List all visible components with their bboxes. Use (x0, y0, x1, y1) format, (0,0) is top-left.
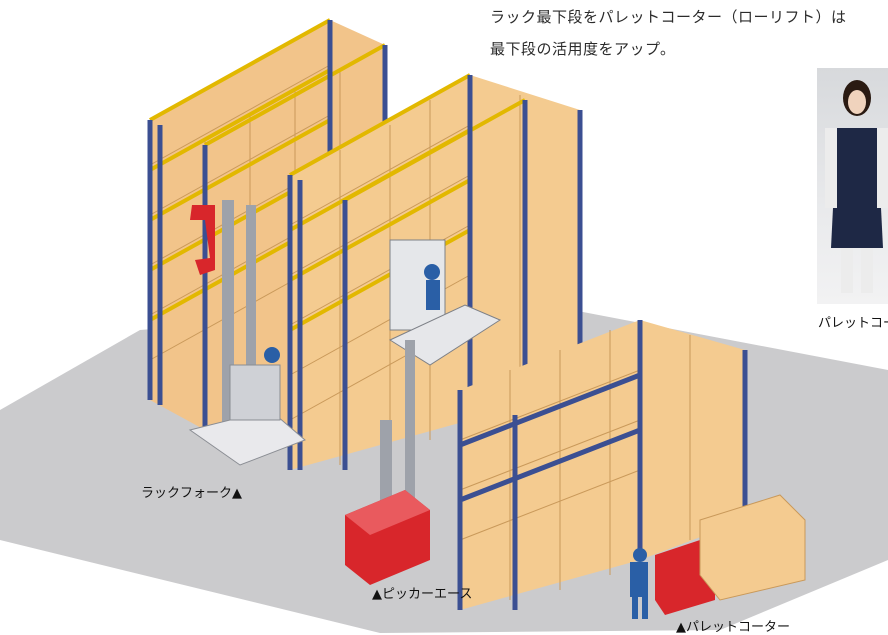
label-picker-ace: ▲ピッカーエース (372, 587, 473, 602)
photo-apron (831, 128, 883, 248)
photo-caption: パレットコー (818, 316, 888, 331)
product-photo (817, 68, 888, 304)
description-line-2: 最下段の活用度をアップ。 (490, 40, 676, 58)
rack-right (457, 320, 748, 610)
label-pallet-coater: ▲パレットコーター (676, 620, 790, 635)
photo-face (848, 90, 866, 114)
picker-ace-forklift (345, 239, 502, 585)
description-line-1: ラック最下段をパレットコーター（ローリフト）は (490, 8, 847, 26)
pallet-coater (630, 494, 806, 619)
label-rack-fork: ラックフォーク▲ (141, 486, 242, 501)
rack-fork-forklift (188, 200, 306, 466)
